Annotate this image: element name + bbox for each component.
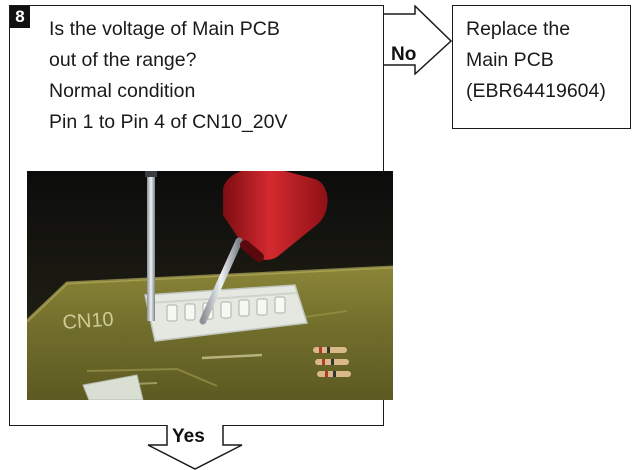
connector-silkscreen-label: CN10: [62, 308, 115, 334]
probe-photo: CN10: [27, 171, 393, 400]
question-line: Normal condition: [49, 76, 379, 107]
pcb-probe-image: CN10: [27, 171, 393, 400]
yes-label: Yes: [172, 426, 205, 448]
step-number-badge: 8: [10, 6, 30, 28]
resistors: [313, 347, 351, 377]
result-box: Replace the Main PCB (EBR64419604): [452, 5, 631, 129]
question-line: Pin 1 to Pin 4 of CN10_20V: [49, 107, 379, 138]
result-action: Replace the Main PCB (EBR64419604): [466, 14, 606, 107]
result-line: Replace the: [466, 14, 606, 45]
step-question: Is the voltage of Main PCB out of the ra…: [49, 14, 379, 138]
no-label: No: [391, 44, 416, 66]
question-line: out of the range?: [49, 45, 379, 76]
black-probe-tip: [147, 171, 155, 321]
result-line: (EBR64419604): [466, 76, 606, 107]
result-line: Main PCB: [466, 45, 606, 76]
question-line: Is the voltage of Main PCB: [49, 14, 379, 45]
